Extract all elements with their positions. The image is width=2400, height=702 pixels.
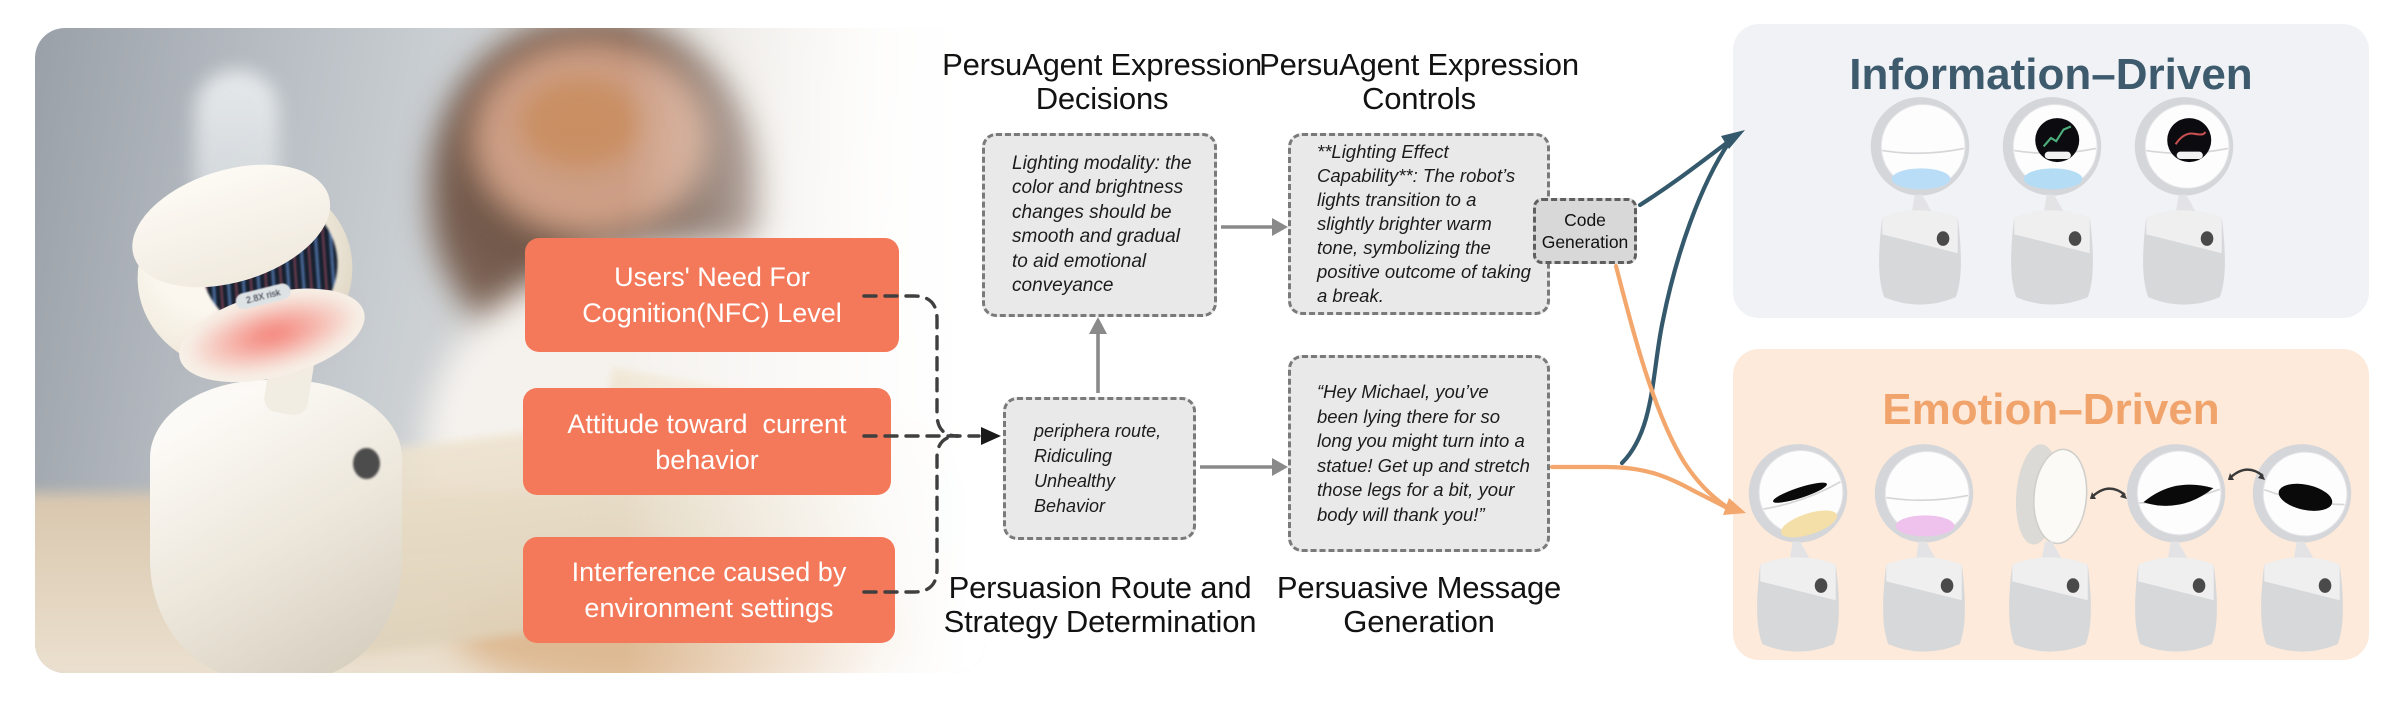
robot-icon xyxy=(1748,444,1848,652)
orange-arrows-to-emotion xyxy=(1549,263,1732,512)
information-robots-row xyxy=(1857,94,2247,314)
input-box-interference: Interference caused by environment setti… xyxy=(523,537,895,643)
robot-icon xyxy=(2134,97,2234,305)
rotate-arrow-icon xyxy=(2228,468,2265,480)
rotate-arrow-icon xyxy=(2090,487,2127,499)
robot-neck xyxy=(1915,541,1937,561)
title-line: PersuAgent Expression xyxy=(1259,47,1579,82)
robot-head xyxy=(1870,97,1970,196)
note-expression-controls: **Lighting Effect Capability**: The robo… xyxy=(1288,133,1550,315)
robot-neck xyxy=(2167,541,2189,561)
robot-icon xyxy=(2252,444,2352,652)
robot-head xyxy=(2015,444,2088,545)
emotion-robots-row xyxy=(1735,441,2365,660)
robot-head xyxy=(2134,97,2234,196)
robot-head xyxy=(1748,444,1848,543)
note-persuasion-route: periphera route, Ridiculing Unhealthy Be… xyxy=(1003,397,1196,540)
note-text: “Hey Michael, you’ve been lying there fo… xyxy=(1317,381,1530,525)
robot-neck xyxy=(1789,541,1811,561)
title-line: Decisions xyxy=(1035,81,1169,116)
robot-neck xyxy=(2041,541,2063,561)
photo-robot-camera xyxy=(353,448,380,479)
title-line: Persuasion Route and xyxy=(948,570,1252,605)
robot-body xyxy=(2009,557,2091,652)
photo-burger xyxy=(520,78,640,168)
information-driven-panel: Information–Driven xyxy=(1733,24,2369,318)
robot-neck xyxy=(2293,541,2315,561)
robot-head xyxy=(1874,444,1974,543)
robot-icon xyxy=(1870,97,1970,305)
robot-body xyxy=(1757,557,1839,652)
note-text: Lighting modality: the color and brightn… xyxy=(1012,152,1192,297)
teal-arrows-to-information xyxy=(1619,138,1733,466)
robot-body xyxy=(2135,557,2217,652)
robot-icon xyxy=(2126,444,2226,652)
title-line: Controls xyxy=(1362,81,1476,116)
information-driven-title: Information–Driven xyxy=(1849,50,2253,99)
photo-robot-body xyxy=(150,380,402,673)
arrowhead-to-controls xyxy=(1272,218,1288,236)
robot-icon xyxy=(1874,444,1974,652)
title-expression-decisions: PersuAgent Expression Decisions xyxy=(932,48,1272,116)
robot-body xyxy=(2261,557,2343,652)
title-persuasion-route: Persuasion Route and Strategy Determinat… xyxy=(925,571,1275,639)
note-expression-decisions: Lighting modality: the color and brightn… xyxy=(982,133,1217,317)
robot-body xyxy=(1879,210,1961,305)
robot-neck xyxy=(1911,194,1933,214)
code-generation-box: Code Generation xyxy=(1533,198,1637,264)
robot-body xyxy=(2143,210,2225,305)
robot-body xyxy=(1883,557,1965,652)
emotion-driven-panel: Emotion–Driven xyxy=(1733,349,2369,660)
robot-head-profile xyxy=(2015,444,2088,545)
note-text: periphera route, Ridiculing Unhealthy Be… xyxy=(1034,420,1162,516)
arrowhead-to-message xyxy=(1272,458,1288,476)
robot-head xyxy=(2126,444,2226,543)
input-box-nfc-level: Users' Need For Cognition(NFC) Level xyxy=(525,238,899,352)
robot-icon xyxy=(2002,97,2102,305)
robot-neck xyxy=(2043,194,2065,214)
note-persuasive-message: “Hey Michael, you’ve been lying there fo… xyxy=(1288,355,1550,552)
title-expression-controls: PersuAgent Expression Controls xyxy=(1249,48,1589,116)
robot-body xyxy=(2011,210,2093,305)
robot-icon xyxy=(2009,444,2091,652)
input-box-attitude: Attitude toward current behavior xyxy=(523,388,891,495)
title-line: Generation xyxy=(1343,604,1495,639)
robot-head xyxy=(2252,444,2352,543)
arrowhead-to-decisions xyxy=(1089,317,1107,334)
title-line: PersuAgent Expression xyxy=(942,47,1262,82)
robot-neck xyxy=(2175,194,2197,214)
title-line: Strategy Determination xyxy=(943,604,1257,639)
emotion-driven-title: Emotion–Driven xyxy=(1882,385,2220,434)
photo-robot-head: 2.8X risk xyxy=(116,142,375,400)
title-message-generation: Persuasive Message Generation xyxy=(1269,571,1569,639)
note-text: **Lighting Effect Capability**: The robo… xyxy=(1317,141,1531,306)
title-line: Persuasive Message xyxy=(1276,570,1562,605)
robot-head xyxy=(2002,97,2102,196)
